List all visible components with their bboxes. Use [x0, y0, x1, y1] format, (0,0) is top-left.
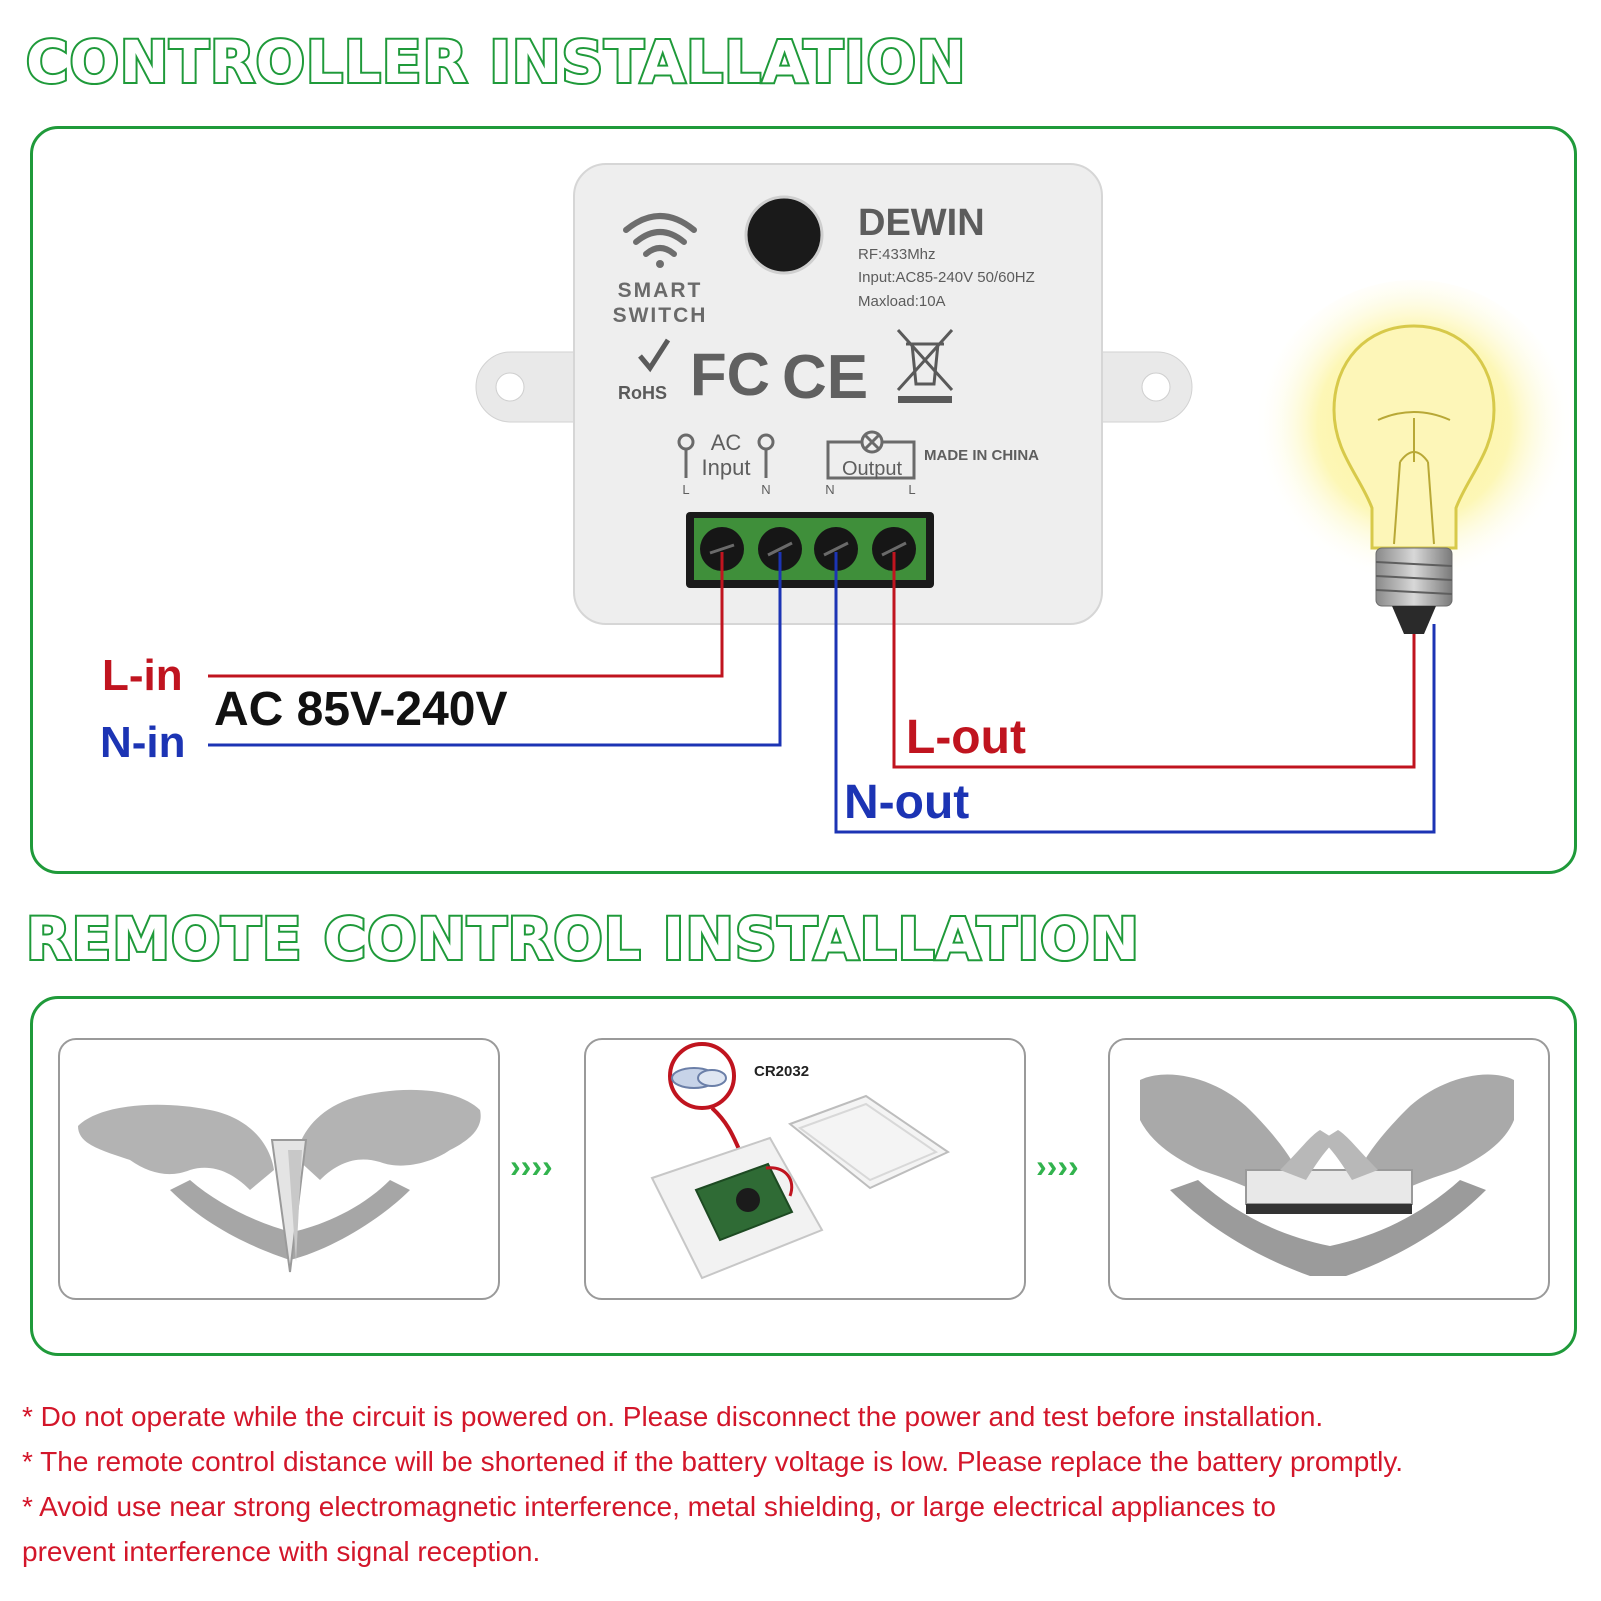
wires [208, 552, 1436, 834]
n-in-label: N-in [100, 718, 186, 767]
pairing-button [744, 195, 824, 275]
note-item: * The remote control distance will be sh… [22, 1446, 1404, 1477]
bulb-contact [1392, 606, 1436, 634]
smart-switch-module: SMART SWITCH DEWIN RF:433Mhz Input:AC85-… [475, 163, 1193, 625]
bulb-filament [1377, 411, 1451, 545]
spec-rf: RF:433Mhz [858, 246, 936, 263]
remote-installation-title: REMOTE CONTROL INSTALLATION [24, 903, 1141, 975]
checkmark-icon [638, 338, 671, 373]
battery-install-illustration: CR2032 [650, 1042, 951, 1280]
wire-l-out [892, 552, 1416, 769]
remote-assembled [1245, 1169, 1413, 1205]
ac-input-marking [677, 433, 775, 478]
l-in-label: L-in [102, 651, 183, 700]
svg-text:››››: ›››› [510, 1152, 553, 1182]
next-step-arrows: ›››› [1036, 1148, 1106, 1184]
light-bulb [1254, 280, 1574, 634]
wifi-icon [623, 213, 697, 268]
terminal-l-out-label: L [908, 482, 915, 497]
wire-n-out [834, 552, 1436, 834]
voltage-label: AC 85V-240V [214, 683, 508, 736]
battery-model-label: CR2032 [754, 1063, 809, 1080]
made-in-label: MADE IN CHINA [924, 447, 1039, 464]
safety-notes: * Do not operate while the circuit is po… [22, 1394, 1592, 1574]
ac-label: AC [711, 430, 742, 455]
spec-input: Input:AC85-240V 50/60HZ [858, 269, 1035, 286]
hands-prying-remote-illustration [78, 1089, 481, 1273]
note-item: prevent interference with signal recepti… [22, 1536, 541, 1567]
controller-installation-title: CONTROLLER INSTALLATION [24, 26, 967, 98]
smart-label: SMART [618, 279, 703, 302]
step-open-cover [58, 1038, 500, 1300]
switch-label: SWITCH [613, 304, 708, 327]
spec-load: Maxload:10A [858, 293, 946, 310]
rohs-mark: RoHS [618, 383, 667, 403]
output-label: Output [842, 458, 902, 480]
terminal-l-in-label: L [682, 482, 689, 497]
step-close-cover [1108, 1038, 1550, 1300]
terminal-screws [700, 527, 916, 571]
input-label: Input [702, 455, 751, 480]
terminal-n-in-label: N [761, 482, 770, 497]
wire-l-in [208, 552, 724, 678]
brand-label: DEWIN [858, 202, 985, 244]
remote-front-cover [787, 1094, 951, 1190]
wiring-diagram: SMART SWITCH DEWIN RF:433Mhz Input:AC85-… [100, 163, 1574, 834]
terminal-n-out-label: N [825, 482, 834, 497]
step-install-battery: CR2032 [584, 1038, 1026, 1300]
weee-bin-icon [896, 328, 954, 403]
hands-closing-remote-illustration [1140, 1074, 1514, 1276]
note-item: * Do not operate while the circuit is po… [22, 1401, 1324, 1432]
output-marking [826, 430, 916, 480]
note-item: * Avoid use near strong electromagnetic … [22, 1491, 1276, 1522]
fcc-mark: FC [690, 341, 770, 408]
wire-n-in [208, 552, 782, 747]
next-step-arrows: ›››› [510, 1148, 580, 1184]
l-out-label: L-out [906, 711, 1026, 764]
svg-text:››››: ›››› [1036, 1152, 1079, 1182]
ce-mark: CE [782, 343, 868, 412]
n-out-label: N-out [844, 776, 969, 829]
